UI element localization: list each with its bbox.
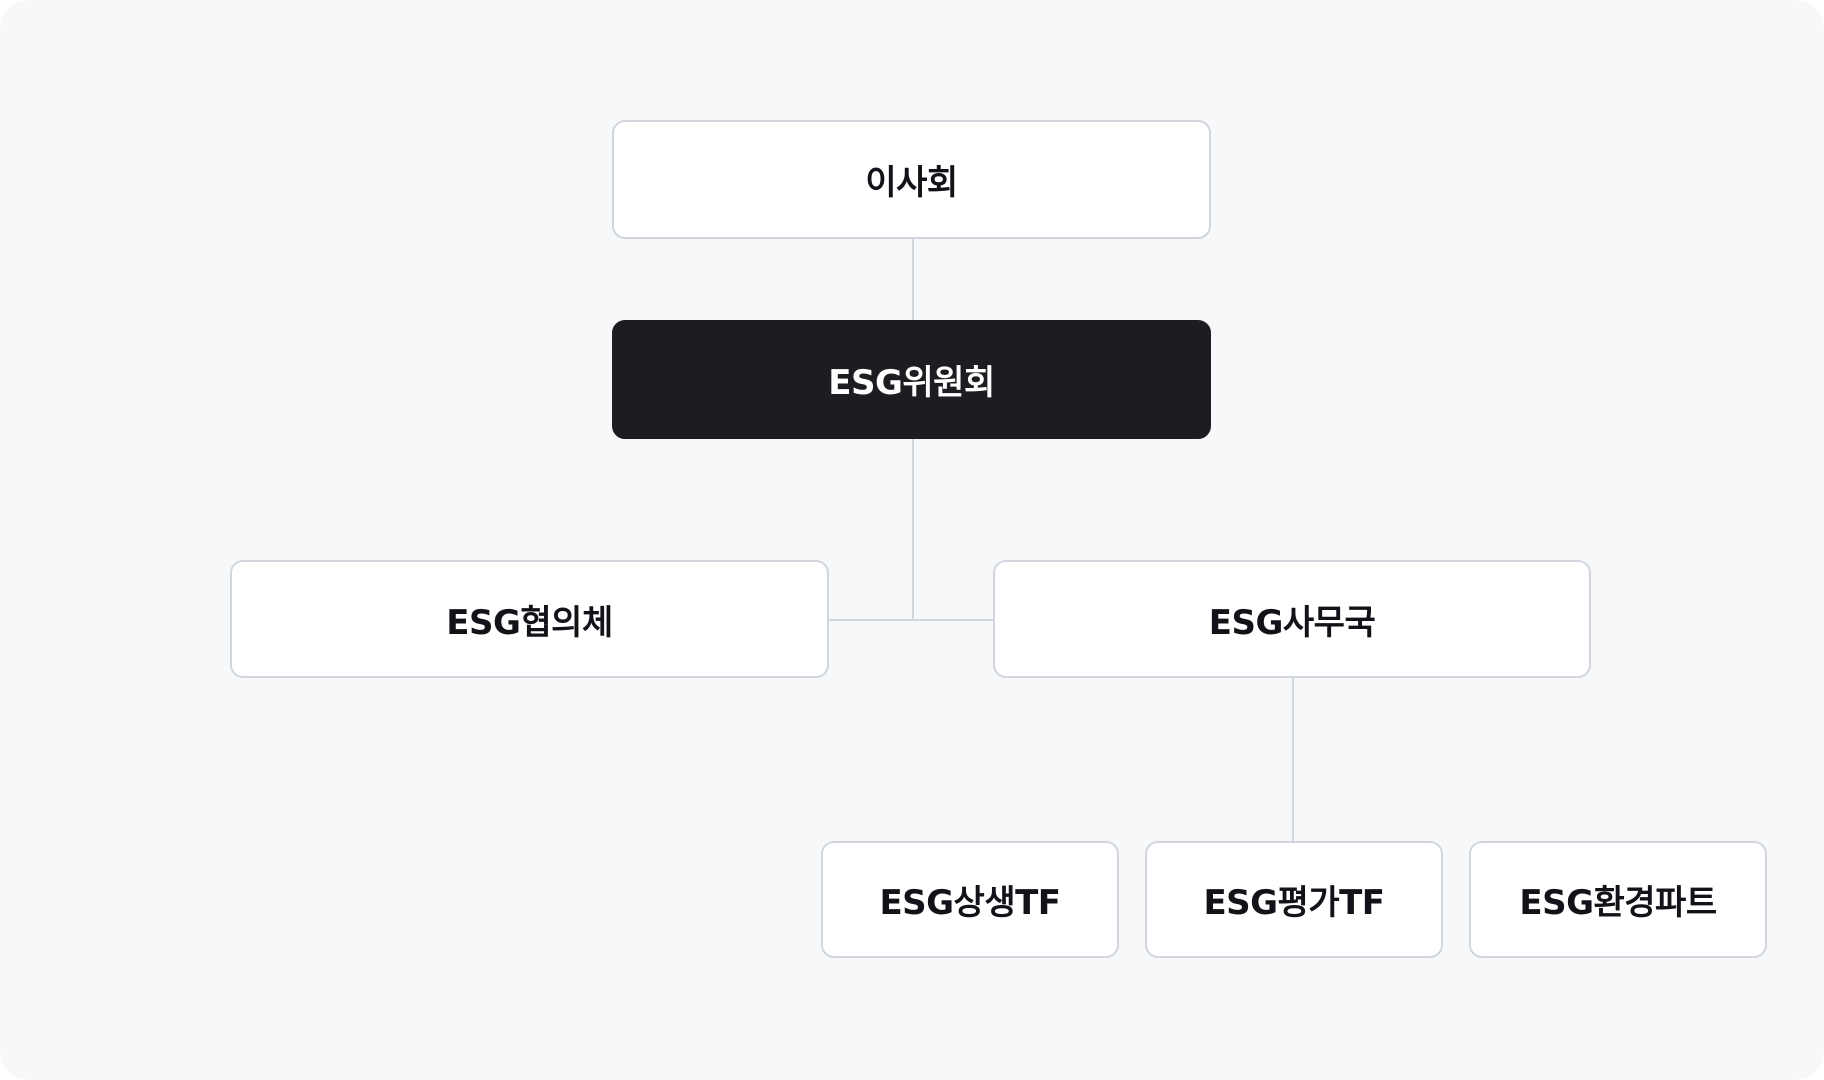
node-label: ESG환경파트 — [1519, 883, 1717, 923]
node-label: ESG상생TF — [879, 883, 1061, 923]
connector-board-to-committee — [912, 239, 914, 320]
node-label: 이사회 — [865, 163, 958, 203]
node-label: ESG평가TF — [1203, 883, 1385, 923]
node-esg-coexistence-tf[interactable]: ESG상생TF — [821, 841, 1119, 958]
connector-committee-down — [912, 439, 914, 621]
node-board[interactable]: 이사회 — [612, 120, 1211, 239]
node-esg-evaluation-tf[interactable]: ESG평가TF — [1145, 841, 1443, 958]
node-esg-council[interactable]: ESG협의체 — [230, 560, 829, 678]
connector-secretariat-down — [1292, 678, 1294, 841]
connector-council-to-secretariat — [829, 619, 993, 621]
node-label: ESG위원회 — [828, 363, 995, 403]
node-esg-secretariat[interactable]: ESG사무국 — [993, 560, 1591, 678]
node-esg-environment-part[interactable]: ESG환경파트 — [1469, 841, 1767, 958]
node-label: ESG사무국 — [1208, 602, 1376, 643]
node-esg-committee[interactable]: ESG위원회 — [612, 320, 1211, 439]
node-label: ESG협의체 — [446, 602, 613, 643]
